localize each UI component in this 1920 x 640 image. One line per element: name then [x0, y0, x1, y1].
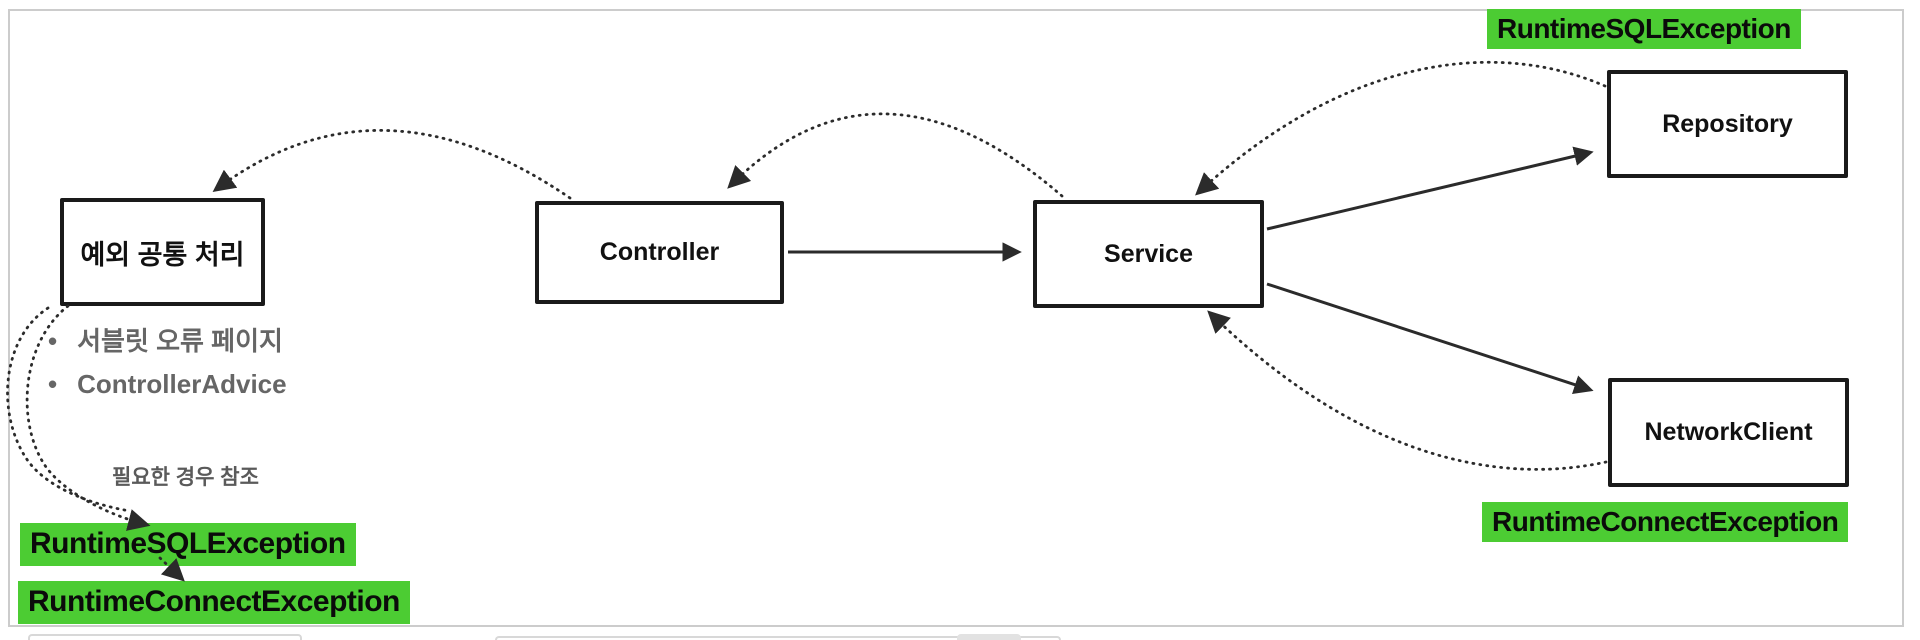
bullet-icon: • [48, 368, 58, 399]
list-item: • ControllerAdvice [48, 363, 287, 406]
reference-note: 필요한 경우 참조 [112, 466, 259, 489]
runtime-connect-exception-label-right: RuntimeConnectException [1482, 502, 1849, 543]
list-item: • 서블릿 오류 페이지 [48, 320, 287, 363]
option-controller-advice: ControllerAdvice [77, 368, 287, 399]
bullet-icon: • [48, 326, 58, 356]
runtime-connect-exception-label-left: RuntimeConnectException [18, 581, 410, 624]
service-box: Service [1033, 200, 1264, 308]
option-servlet-error-page: 서블릿 오류 페이지 [77, 326, 283, 356]
exception-handler-box: 예외 공통 처리 [60, 198, 265, 306]
runtime-sql-exception-label-left: RuntimeSQLException [20, 523, 356, 566]
cutoff-fragment [957, 634, 1021, 640]
exception-handler-options: • 서블릿 오류 페이지 • ControllerAdvice [48, 320, 287, 406]
network-client-box: NetworkClient [1608, 378, 1849, 487]
cutoff-fragment [495, 636, 1061, 640]
runtime-sql-exception-label-top: RuntimeSQLException [1487, 9, 1801, 50]
repository-box: Repository [1607, 70, 1848, 178]
cutoff-fragment [28, 634, 302, 640]
controller-box: Controller [535, 201, 784, 304]
